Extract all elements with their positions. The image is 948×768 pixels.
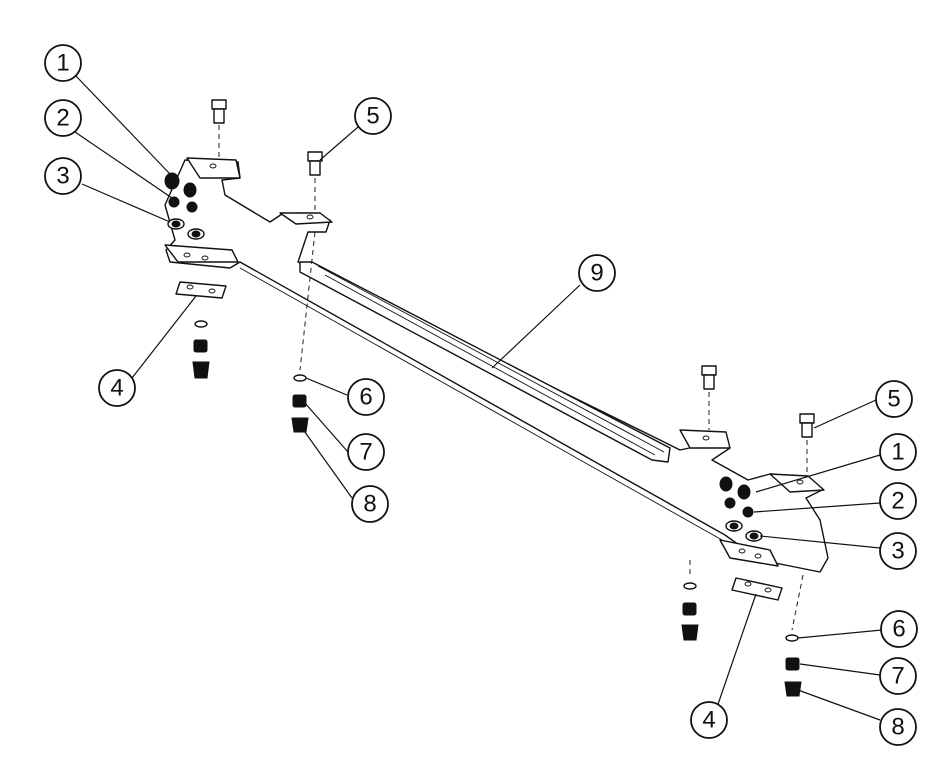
left-nut-1a [164,172,180,190]
left-nut-7 [292,394,307,408]
callout-right-4: 4 [690,701,728,739]
callout-left-6: 6 [347,378,385,416]
right-cap-8 [784,681,802,697]
callout-left-7-label: 7 [359,439,372,466]
callout-right-4-label: 4 [702,707,715,734]
callout-left-5: 5 [354,97,392,135]
left-washer-2a [168,196,180,208]
left-bolt-b [307,151,323,212]
callout-right-2: 2 [879,482,917,520]
callout-right-6-label: 6 [892,616,905,643]
callout-center-9-label: 9 [590,260,603,287]
callout-left-8: 8 [351,485,389,523]
callout-left-6-label: 6 [359,384,372,411]
right-spacer-plate [731,577,783,601]
callout-right-8-label: 8 [891,714,904,741]
right-foot-nut [682,602,697,616]
right-washer-3b [745,530,763,542]
callout-left-5-label: 5 [366,103,379,130]
left-foot-washer [194,320,208,328]
callout-left-2: 2 [44,99,82,137]
left-washer-2b [186,201,198,213]
callout-left-1: 1 [44,44,82,82]
right-bolt-b [799,413,815,474]
callout-left-4: 4 [98,369,136,407]
right-nut-1b [737,484,751,500]
left-foot-nut [193,339,208,353]
callout-right-7: 7 [879,657,917,695]
callout-right-5-label: 5 [887,386,900,413]
right-washer-2b [742,506,754,518]
right-washer-3a [725,520,743,532]
callout-left-8-label: 8 [363,491,376,518]
right-foot-washer [683,582,697,590]
callout-right-7-label: 7 [891,663,904,690]
callout-right-1-label: 1 [891,439,904,466]
callout-right-3-label: 3 [891,538,904,565]
left-bolt-a [211,99,227,158]
left-washer-6 [293,374,307,382]
right-nut-7 [785,657,800,671]
callout-right-6: 6 [880,610,918,648]
left-spacer-plate [175,281,227,299]
callout-right-5: 5 [875,380,913,418]
callout-left-7: 7 [347,433,385,471]
callout-right-3: 3 [879,532,917,570]
right-washer-6 [785,634,799,642]
left-washer-3a [167,218,185,230]
left-nut-1b [183,182,197,198]
right-bolt-a [701,365,717,430]
right-nut-1a [719,476,733,492]
callout-right-1: 1 [879,433,917,471]
callout-center-9: 9 [578,254,616,292]
left-cap-8 [291,417,309,433]
bracket-bar [164,157,829,573]
callout-left-3-label: 3 [56,163,69,190]
left-foot-cap [192,361,210,379]
callout-right-8: 8 [879,708,917,746]
callout-right-2-label: 2 [891,488,904,515]
right-foot-cap [681,624,699,641]
callout-left-1-label: 1 [56,50,69,77]
left-washer-3b [187,228,205,240]
callout-left-4-label: 4 [110,375,123,402]
callout-left-3: 3 [44,157,82,195]
right-washer-2a [724,497,736,509]
callout-left-2-label: 2 [56,105,69,132]
leader-lines [74,74,883,721]
